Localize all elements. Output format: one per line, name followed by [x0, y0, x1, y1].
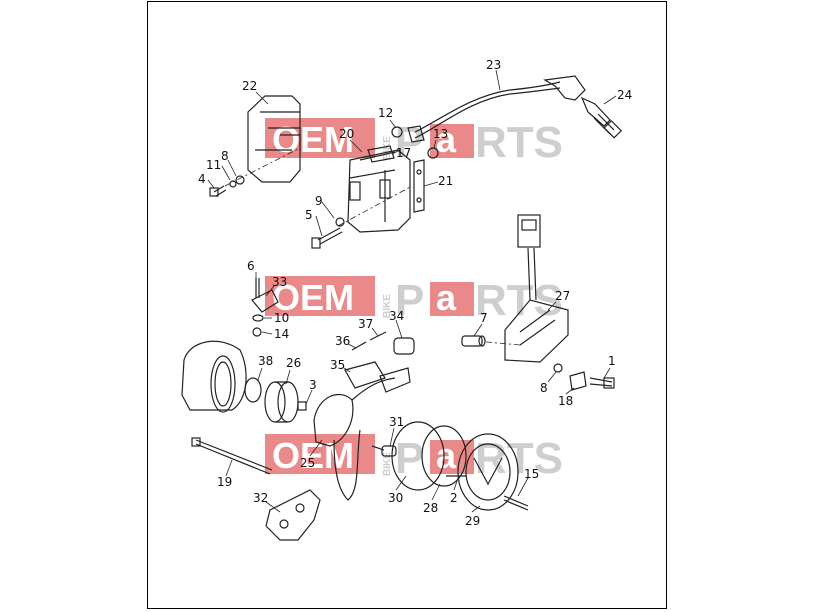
- svg-text:a: a: [436, 277, 457, 318]
- part-4-8-11-hardware: [209, 175, 245, 197]
- part-5-9-bolt-washer: [311, 217, 345, 249]
- callout-31: 31: [389, 415, 404, 429]
- part-23-spark-plug-wire: [407, 75, 586, 143]
- part-34-37-connector: [344, 331, 415, 393]
- callout-24: 24: [617, 88, 632, 102]
- callout-26: 26: [286, 356, 301, 370]
- callout-1: 1: [608, 354, 616, 368]
- svg-text:OEM: OEM: [272, 277, 354, 318]
- callout-30: 30: [388, 491, 403, 505]
- callout-36: 36: [335, 334, 350, 348]
- part-7-sleeve: [461, 335, 486, 347]
- callout-8-top: 8: [221, 149, 229, 163]
- part-25-sensor-plate: [313, 377, 396, 501]
- callout-27: 27: [555, 289, 570, 303]
- svg-text:a: a: [436, 435, 457, 476]
- watermark-top: OEM BIKE P a RTS: [265, 118, 563, 167]
- svg-text:P: P: [395, 276, 424, 325]
- part-12-13-nuts: [391, 126, 439, 159]
- part-19-cable-strap: [191, 437, 273, 475]
- svg-text:OEM: OEM: [272, 119, 354, 160]
- callout-37: 37: [358, 317, 373, 331]
- diagram-frame: [147, 1, 667, 609]
- part-30-gasket: [391, 421, 445, 491]
- svg-text:BIKE: BIKE: [382, 136, 393, 160]
- svg-text:BIKE: BIKE: [382, 452, 393, 476]
- part-22-coil-cover: [247, 95, 301, 183]
- callout-29: 29: [465, 514, 480, 528]
- callout-17: 17: [396, 146, 411, 160]
- callout-20: 20: [339, 127, 354, 141]
- callout-9: 9: [315, 194, 323, 208]
- part-6-33-10-14-hardware: [251, 278, 279, 337]
- callout-12: 12: [378, 106, 393, 120]
- callout-33: 33: [272, 275, 287, 289]
- part-15-2-screws: [446, 475, 529, 511]
- callout-labels: 22 23 24 12 20 13 17 11 8 4 21 9 5 6 33 …: [198, 58, 632, 528]
- callout-15: 15: [524, 467, 539, 481]
- callout-6: 6: [247, 259, 255, 273]
- callout-5: 5: [305, 208, 313, 222]
- leader-lines: [207, 69, 617, 513]
- part-20-ignition-coil: [347, 145, 411, 233]
- callout-25: 25: [300, 456, 315, 470]
- callout-13: 13: [433, 127, 448, 141]
- part-31-pin: [371, 445, 397, 457]
- callout-21: 21: [438, 174, 453, 188]
- part-28-plate: [421, 425, 467, 487]
- callout-10: 10: [274, 311, 289, 325]
- svg-text:RTS: RTS: [475, 434, 563, 483]
- watermark-middle: OEM BIKE P a RTS: [265, 276, 563, 325]
- callout-23: 23: [486, 58, 501, 72]
- callout-32: 32: [253, 491, 268, 505]
- part-32-bracket: [265, 489, 321, 541]
- part-1-8-18-hardware: [553, 363, 615, 391]
- svg-text:a: a: [436, 119, 457, 160]
- callout-8-bottom: 8: [540, 381, 548, 395]
- svg-text:OEM: OEM: [272, 435, 354, 476]
- callout-28: 28: [423, 501, 438, 515]
- svg-text:RTS: RTS: [475, 118, 563, 167]
- callout-22: 22: [242, 79, 257, 93]
- part-38-26-rotor: [181, 340, 307, 423]
- callout-11: 11: [206, 158, 221, 172]
- part-27-ignition-module: [504, 214, 569, 363]
- watermark-bottom: OEM BIKE P a RTS: [265, 434, 563, 483]
- svg-text:P: P: [395, 434, 424, 483]
- part-24-spark-plug: [580, 96, 623, 139]
- callout-7: 7: [480, 311, 488, 325]
- callout-4: 4: [198, 172, 206, 186]
- svg-text:BIKE: BIKE: [382, 294, 393, 318]
- part-21-bracket: [413, 159, 425, 213]
- callout-19: 19: [217, 475, 232, 489]
- callout-3: 3: [309, 378, 317, 392]
- svg-text:RTS: RTS: [475, 276, 563, 325]
- callout-2: 2: [450, 491, 458, 505]
- callout-38: 38: [258, 354, 273, 368]
- part-29-timer-cover: [457, 433, 519, 511]
- callout-14: 14: [274, 327, 289, 341]
- callout-18: 18: [558, 394, 573, 408]
- callout-35: 35: [330, 358, 345, 372]
- callout-34: 34: [389, 309, 404, 323]
